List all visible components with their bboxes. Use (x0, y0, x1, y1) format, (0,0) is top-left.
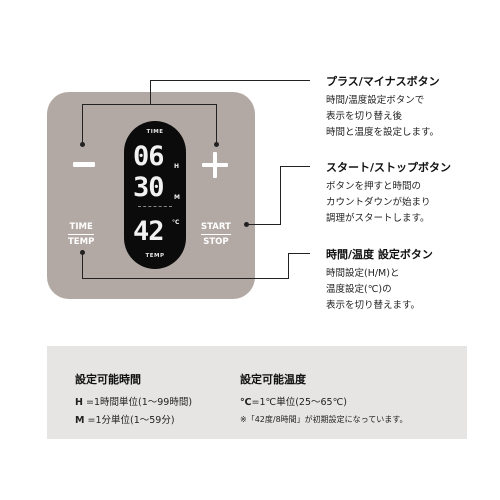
minus-button[interactable] (73, 162, 95, 167)
temp-readout: 42 (133, 216, 165, 247)
start-stop-button[interactable]: START STOP (201, 222, 231, 248)
leader-line (82, 104, 216, 105)
temp-unit: °C (172, 219, 180, 226)
leader-line (82, 104, 83, 144)
plus-button[interactable] (202, 152, 228, 178)
hour-spec: H =1時間単位(1〜99時間) (75, 397, 193, 408)
annotation-text-start-stop: ボタンを押すと時間の カウントダウンが始まり 調理がスタートします。 (326, 181, 431, 224)
annotation-text-plus-minus: 時間/温度設定ボタンで 表示を切り替え後 時間と温度を設定します。 (326, 95, 440, 138)
annotation-title-time-temp: 時間/温度 設定ボタン (326, 248, 433, 261)
annotation-title-start-stop: スタート/ストップボタン (326, 161, 452, 174)
leader-line (248, 224, 281, 225)
leader-line (280, 166, 281, 224)
leader-line (150, 80, 151, 104)
hours-readout: 06 (133, 141, 165, 172)
leader-line (288, 253, 289, 279)
temp-range-heading: 設定可能温度 (240, 373, 306, 386)
leader-line (280, 166, 310, 167)
leader-dot (214, 142, 219, 147)
leader-line (82, 278, 288, 279)
leader-dot (80, 250, 85, 255)
leader-line (150, 80, 310, 81)
start-stop-button-bottom: STOP (203, 237, 229, 247)
spec-box: 設定可能時間 H =1時間単位(1〜99時間) M =1分単位(1〜59分) 設… (47, 346, 467, 439)
time-temp-button-top: TIME (68, 222, 95, 235)
leader-line (288, 253, 310, 254)
time-range-heading: 設定可能時間 (75, 373, 141, 386)
time-label: TIME (146, 129, 164, 135)
time-temp-button-bottom: TEMP (68, 237, 95, 247)
leader-dot (80, 142, 85, 147)
start-stop-button-top: START (201, 222, 231, 235)
annotation-text-time-temp: 時間設定(H/M)と 温度設定(℃)の 表示を切り替えます。 (326, 268, 421, 311)
minutes-unit: M (174, 194, 180, 201)
time-temp-button[interactable]: TIME TEMP (68, 222, 95, 248)
hours-unit: H (174, 163, 180, 170)
leader-line (82, 252, 83, 278)
display-divider (138, 206, 172, 207)
temp-spec: ℃=1℃単位(25〜65℃) (240, 397, 347, 408)
annotation-title-plus-minus: プラス/マイナスボタン (326, 75, 440, 88)
leader-line (216, 104, 217, 144)
minute-spec: M =1分単位(1〜59分) (75, 415, 175, 426)
minutes-readout: 30 (133, 172, 165, 203)
temp-label: TEMP (145, 253, 165, 259)
default-setting-note: ※「42度/8時間」が初期設定になっています。 (240, 415, 408, 424)
leader-dot (244, 222, 249, 227)
display-screen: TIME 06 H 30 M 42 °C TEMP (124, 121, 186, 269)
